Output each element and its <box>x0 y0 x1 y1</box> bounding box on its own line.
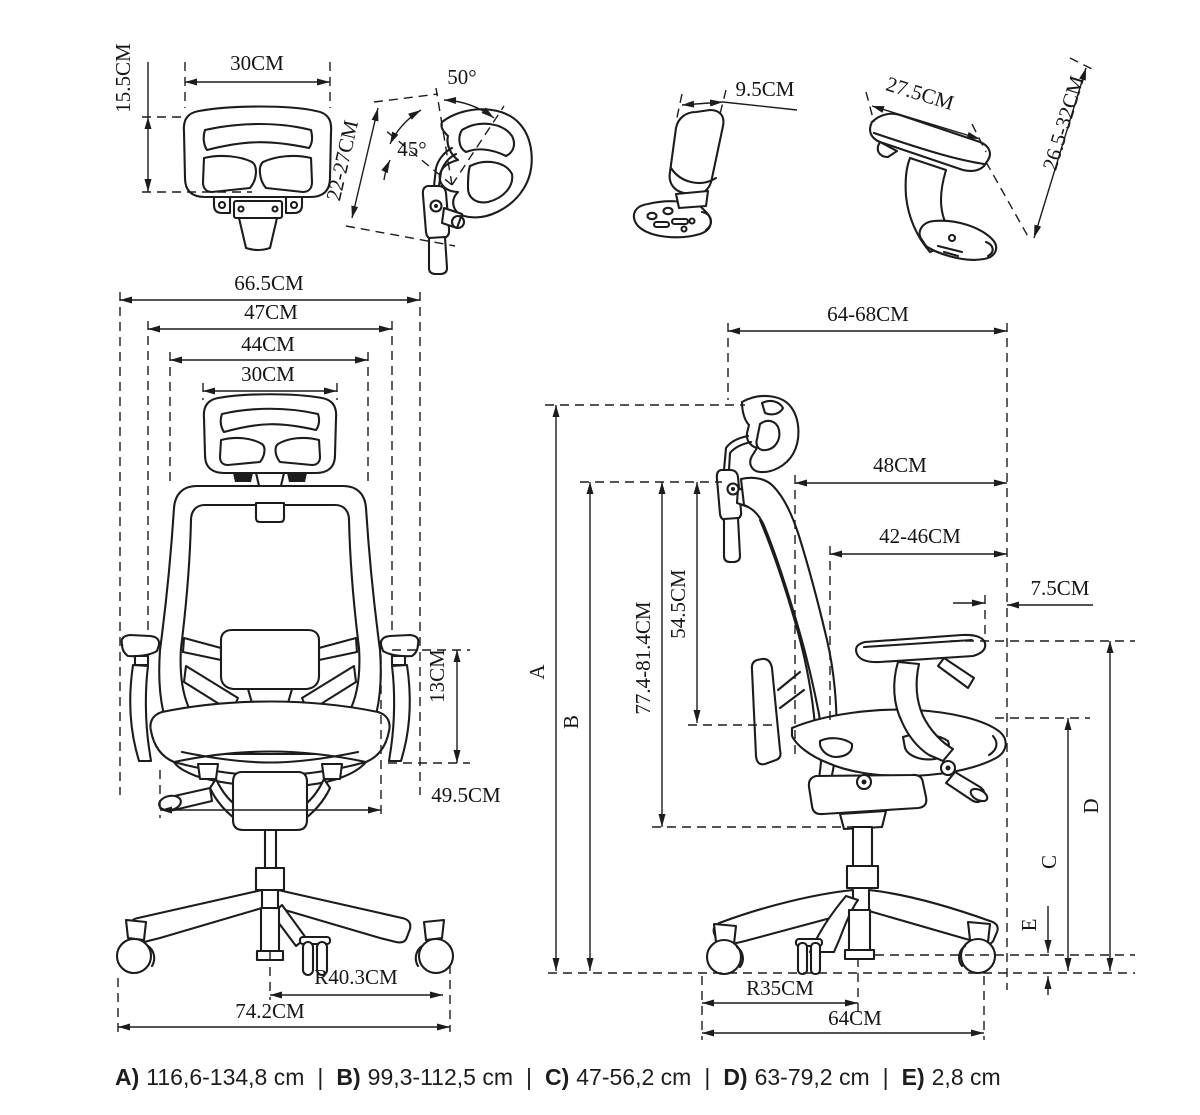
legend-key: C) <box>544 1064 570 1090</box>
legend-value: 47-56,2 cm <box>576 1064 692 1090</box>
dim-armrest-length: 27.5CM <box>883 72 957 115</box>
size-legend: A)116,6-134,8 cm | B)99,3-112,5 cm | C)47-56… <box>115 1064 1001 1091</box>
dim-front-backrest-width: 47CM <box>244 300 298 324</box>
dim-front-base-radius: R40.3CM <box>314 965 398 989</box>
chair-front-view: 66.5CM 47CM 44CM 30CM 13CM 49.5CM R40.3C… <box>115 271 501 1032</box>
dim-front-seat-pan-width: 49.5CM <box>431 783 501 807</box>
dim-side-height-a: A <box>525 664 549 680</box>
dim-headrest-front-width: 30CM <box>230 51 284 75</box>
dim-headrest-front-height: 15.5CM <box>111 43 135 113</box>
legend-key: B) <box>336 1064 361 1090</box>
dim-side-height-c: C <box>1037 855 1061 869</box>
legend-separator: | <box>882 1064 889 1090</box>
dim-side-base-span: 64CM <box>828 1006 882 1030</box>
legend-separator: | <box>704 1064 711 1090</box>
dim-side-backrest-height: 77.4-81.4CM <box>631 601 655 715</box>
legend-separator: | <box>526 1064 532 1090</box>
dim-side-armrest-setback: 7.5CM <box>1031 576 1090 600</box>
dim-side-upper-depth: 48CM <box>873 453 927 477</box>
dim-front-headrest-width: 30CM <box>241 362 295 386</box>
armrest-pad-view: 9.5CM <box>632 77 798 239</box>
headrest-side-view: 50° 45° 22-27CM <box>321 65 533 276</box>
dim-armpad-depth: 9.5CM <box>736 77 795 101</box>
armrest-side-view: 27.5CM 26.5-32CM <box>865 57 1095 261</box>
dim-side-back-panel-height: 54.5CM <box>666 569 690 639</box>
dim-front-armrest-height: 13CM <box>425 649 449 703</box>
dim-front-overall-width: 66.5CM <box>234 271 304 295</box>
dim-headrest-mid-angle: 45° <box>397 137 426 161</box>
dim-side-height-e: E <box>1017 919 1041 932</box>
chair-side-view: 64-68CM 48CM 42-46CM 7.5CM A B 77.4-81.4… <box>525 302 1135 1040</box>
legend-value: 116,6-134,8 cm <box>146 1064 305 1090</box>
headrest-front-view: 30CM 15.5CM <box>111 43 333 252</box>
dim-side-seat-depth: 42-46CM <box>879 524 961 548</box>
legend-value: 63-79,2 cm <box>754 1064 870 1090</box>
dim-side-height-d: D <box>1079 798 1103 813</box>
dim-side-height-b: B <box>559 715 583 729</box>
legend-key: D) <box>723 1064 748 1090</box>
legend-separator: | <box>317 1064 324 1090</box>
dim-front-base-span: 74.2CM <box>235 999 305 1023</box>
legend-value: 99,3-112,5 cm <box>367 1064 513 1090</box>
legend-key: E) <box>901 1064 925 1090</box>
dim-armrest-height-range: 26.5-32CM <box>1038 73 1090 173</box>
dim-front-seat-width: 44CM <box>241 332 295 356</box>
dim-side-base-radius: R35CM <box>746 976 814 1000</box>
dim-side-overall-depth: 64-68CM <box>827 302 909 326</box>
legend-value: 2,8 cm <box>931 1064 1001 1090</box>
legend-key: A) <box>115 1064 140 1090</box>
dim-headrest-max-angle: 50° <box>447 65 476 89</box>
